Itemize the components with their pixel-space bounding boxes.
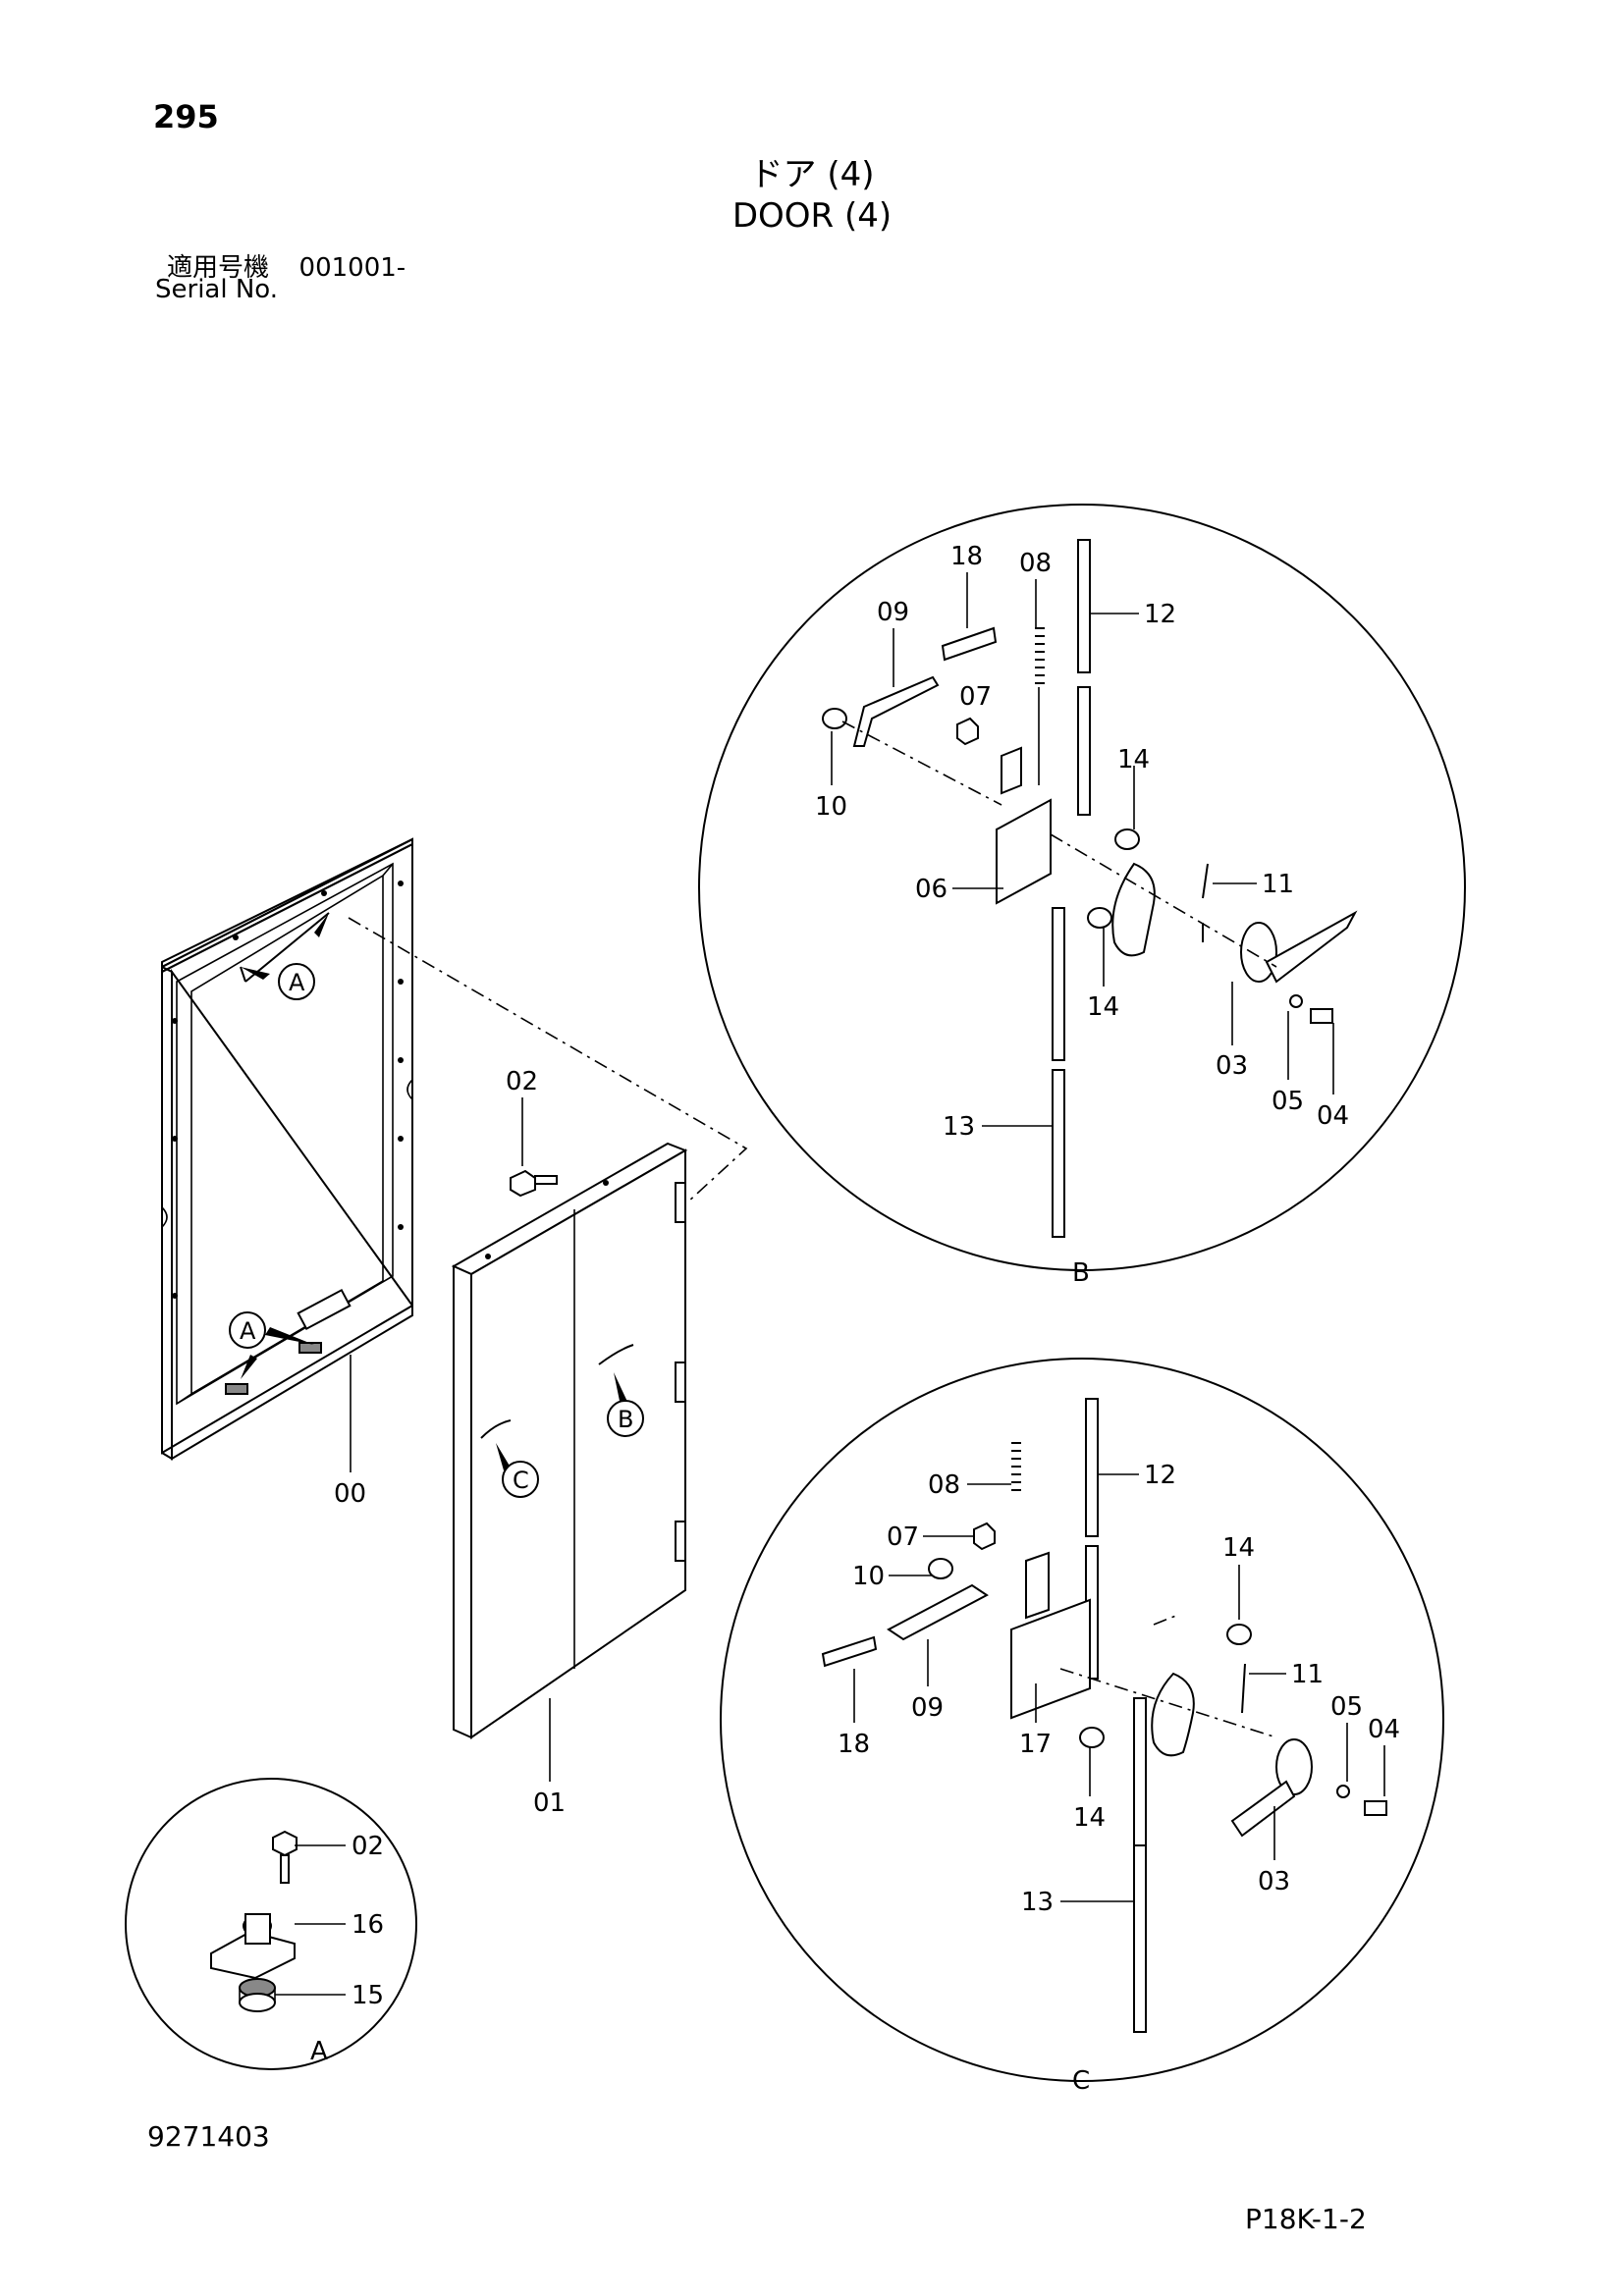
detail-c-label-13: 13 bbox=[1021, 1888, 1054, 1917]
page-title-japanese: ドア (4) bbox=[749, 155, 875, 194]
detail-c-label-10: 10 bbox=[852, 1562, 885, 1591]
callout-label-a-upper: A bbox=[289, 969, 305, 996]
detail-a-label-15: 15 bbox=[352, 1981, 384, 2010]
callout-b-main: B bbox=[607, 1372, 644, 1437]
detail-c-label-05: 05 bbox=[1330, 1692, 1363, 1722]
detail-c-label-08: 08 bbox=[928, 1470, 960, 1500]
page-code: P18K-1-2 bbox=[1245, 2203, 1367, 2235]
part-label-01: 01 bbox=[533, 1789, 566, 1818]
detail-b-label-03: 03 bbox=[1216, 1051, 1248, 1081]
detail-b-label-11: 11 bbox=[1262, 870, 1294, 899]
detail-b-label-12: 12 bbox=[1144, 600, 1176, 629]
detail-b-label-10: 10 bbox=[815, 792, 847, 822]
serial-label-japanese: 適用号機 bbox=[167, 253, 270, 283]
detail-c-parts bbox=[821, 1398, 1387, 2033]
detail-b-label-04: 04 bbox=[1317, 1101, 1349, 1131]
part-label-02-main: 02 bbox=[506, 1067, 538, 1096]
callout-a-upper: A bbox=[240, 912, 330, 1000]
callout-label-a-lower: A bbox=[240, 1317, 256, 1345]
detail-c-label-17: 17 bbox=[1019, 1730, 1052, 1759]
detail-b-label-14-lower: 14 bbox=[1087, 992, 1119, 1022]
reference-line-b bbox=[348, 917, 748, 1203]
door-frame bbox=[161, 837, 413, 1461]
detail-c-label-11: 11 bbox=[1291, 1660, 1324, 1689]
page-number: 295 bbox=[153, 98, 219, 135]
detail-circle-b bbox=[698, 504, 1466, 1271]
callout-a-lower: A bbox=[229, 1311, 314, 1379]
detail-a-parts bbox=[210, 1830, 298, 2012]
detail-b-label-06: 06 bbox=[915, 875, 947, 904]
detail-view-label-b: B bbox=[1072, 1258, 1090, 1288]
detail-b-label-18: 18 bbox=[950, 542, 983, 571]
callout-label-c-main: C bbox=[513, 1467, 529, 1494]
detail-b-label-07: 07 bbox=[959, 682, 992, 712]
detail-b-label-14-upper: 14 bbox=[1117, 745, 1150, 774]
detail-c-label-18: 18 bbox=[838, 1730, 870, 1759]
detail-b-parts bbox=[822, 539, 1358, 1238]
detail-b-label-08: 08 bbox=[1019, 549, 1052, 578]
detail-view-label-a: A bbox=[310, 2037, 328, 2066]
detail-c-label-07: 07 bbox=[887, 1522, 919, 1552]
detail-circle-c bbox=[720, 1358, 1444, 2082]
detail-view-label-c: C bbox=[1072, 2066, 1090, 2096]
detail-b-label-05: 05 bbox=[1272, 1087, 1304, 1116]
callout-label-b-main: B bbox=[618, 1406, 633, 1433]
detail-c-label-09: 09 bbox=[911, 1693, 944, 1723]
callout-c-main: C bbox=[496, 1443, 539, 1498]
detail-circle-a bbox=[125, 1778, 417, 2070]
detail-c-label-12: 12 bbox=[1144, 1461, 1176, 1490]
detail-c-label-03: 03 bbox=[1258, 1867, 1290, 1896]
bolt-02-main bbox=[510, 1169, 558, 1198]
document-number: 9271403 bbox=[147, 2120, 270, 2153]
detail-b-label-13: 13 bbox=[943, 1112, 975, 1142]
serial-value: 001001- bbox=[298, 253, 406, 283]
door-panel bbox=[451, 1142, 688, 1739]
detail-c-label-04: 04 bbox=[1368, 1715, 1400, 1744]
detail-a-label-02: 02 bbox=[352, 1832, 384, 1861]
detail-c-label-14-upper: 14 bbox=[1222, 1533, 1255, 1563]
serial-applicability: 適用号機 001001- bbox=[167, 247, 406, 284]
detail-c-label-14-lower: 14 bbox=[1073, 1803, 1106, 1833]
page-title-english: DOOR (4) bbox=[731, 196, 893, 236]
part-label-00: 00 bbox=[334, 1479, 366, 1509]
serial-label-english: Serial No. bbox=[155, 275, 278, 304]
detail-a-label-16: 16 bbox=[352, 1910, 384, 1940]
detail-b-label-09: 09 bbox=[877, 598, 909, 627]
